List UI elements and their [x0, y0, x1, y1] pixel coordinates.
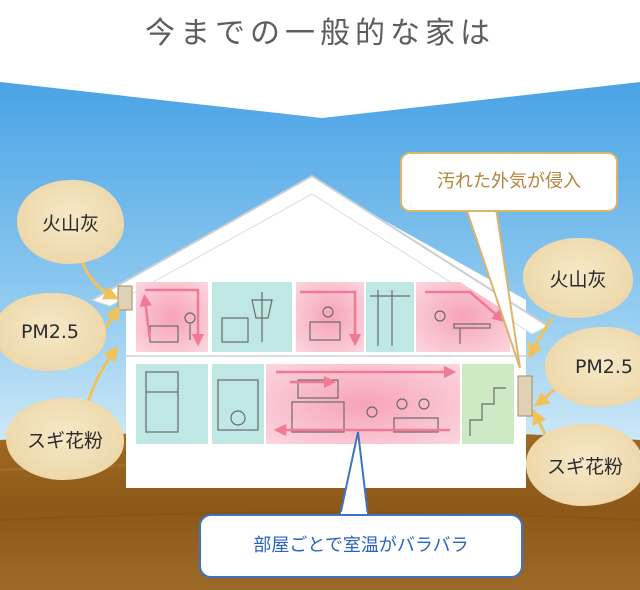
pollutant-badge-left-3: スギ花粉 — [6, 398, 124, 480]
pollutant-badge-right-3: スギ花粉 — [526, 424, 640, 506]
pollutant-badge-left-2: PM2.5 — [0, 293, 106, 371]
callout-room-temperature: 部屋ごとで室温がバラバラ — [199, 514, 523, 578]
page-title: 今までの一般的な家は — [145, 16, 495, 51]
room-lower-1 — [136, 364, 208, 444]
room-lower-2 — [212, 364, 264, 444]
ventilation-vent-icon — [517, 375, 533, 417]
upper-floor — [136, 282, 510, 352]
callout-outside-air: 汚れた外気が侵入 — [400, 152, 618, 212]
room-upper-4 — [366, 282, 414, 352]
room-upper-2 — [212, 282, 292, 352]
ventilation-vent-icon — [117, 285, 133, 311]
pollutant-badge-right-2: PM2.5 — [545, 327, 640, 407]
pollutant-arrow-icon — [80, 261, 121, 403]
airflow-arrow-icon — [139, 288, 505, 437]
lower-floor — [136, 364, 514, 444]
room-upper-5 — [416, 282, 510, 352]
pollutant-badge-right-1: 火山灰 — [523, 238, 633, 318]
pollutant-badge-left-1: 火山灰 — [17, 180, 124, 264]
